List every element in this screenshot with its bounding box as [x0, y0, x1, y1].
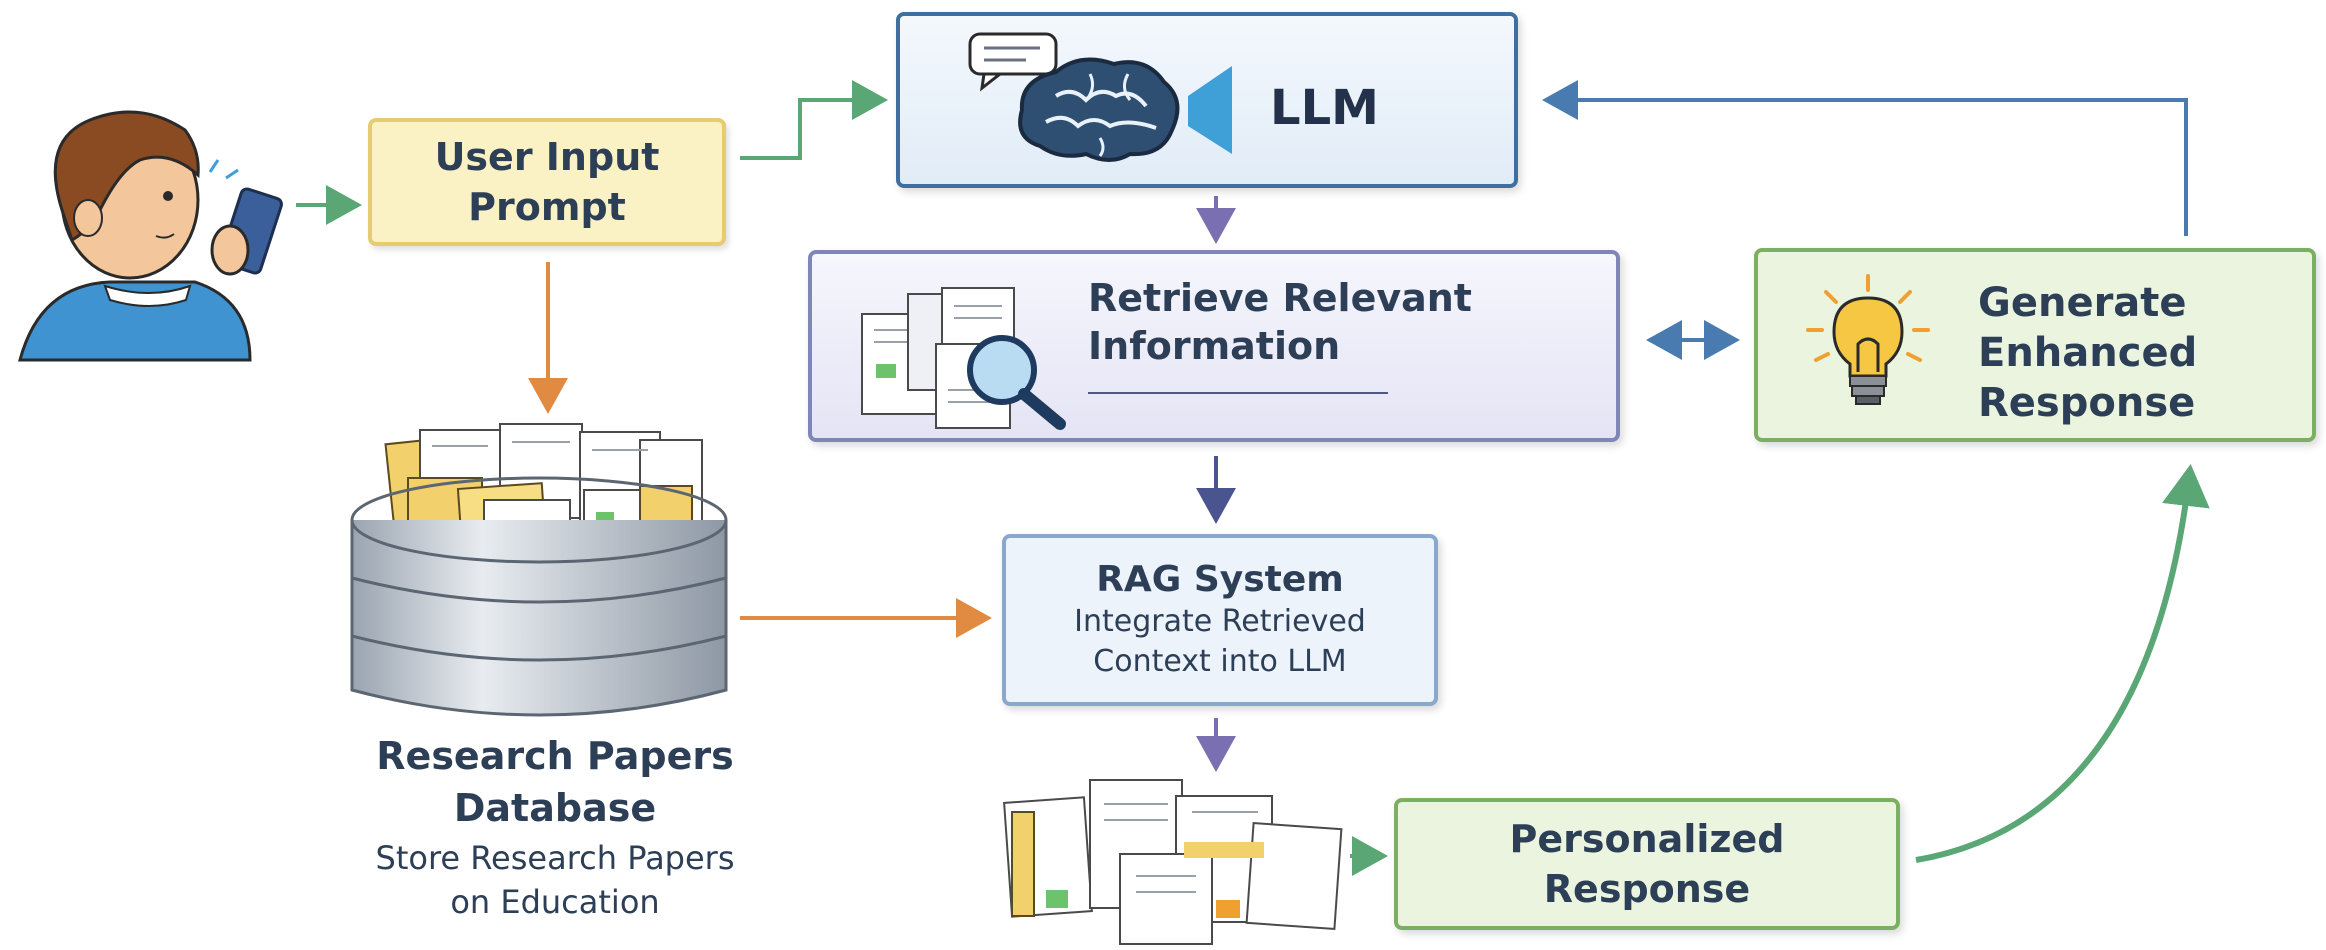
- documents-magnifier-icon: [861, 287, 1066, 430]
- user-input-label: User Input Prompt: [434, 135, 660, 229]
- llm-label: LLM: [1270, 80, 1379, 136]
- document-stack-icon: [1003, 779, 1343, 945]
- personalized-response-node: Personalized Response: [1394, 798, 1900, 930]
- brain-icon: [968, 32, 1232, 162]
- lightbulb-icon: [1806, 274, 1930, 405]
- rag-system-node: RAG System Integrate Retrieved Context i…: [1002, 534, 1438, 706]
- personalized-label: Personalized Response: [1509, 817, 1785, 911]
- database-icon: [350, 423, 728, 717]
- database-title: Research Papers Database: [376, 734, 734, 830]
- arrow-generate-to-llm: [1542, 80, 2188, 236]
- child-with-phone-icon: [18, 110, 283, 362]
- arrow-personalized-to-generate: [1915, 464, 2210, 863]
- rag-subtitle: Integrate Retrieved Context into LLM: [1074, 604, 1366, 679]
- retrieve-underline: [1088, 392, 1388, 394]
- llm-node: LLM: [896, 12, 1518, 188]
- generate-label: Generate Enhanced Response: [1978, 280, 2198, 426]
- arrow-input-to-llm: [740, 80, 888, 160]
- user-input-prompt-node: User Input Prompt: [368, 118, 726, 246]
- generate-enhanced-response-node: Generate Enhanced Response: [1754, 248, 2316, 442]
- retrieve-relevant-information-node: Retrieve Relevant Information: [808, 250, 1620, 442]
- rag-title: RAG System: [1096, 559, 1344, 600]
- database-subtitle: Store Research Papers on Education: [375, 839, 735, 921]
- retrieve-label: Retrieve Relevant Information: [1088, 276, 1472, 368]
